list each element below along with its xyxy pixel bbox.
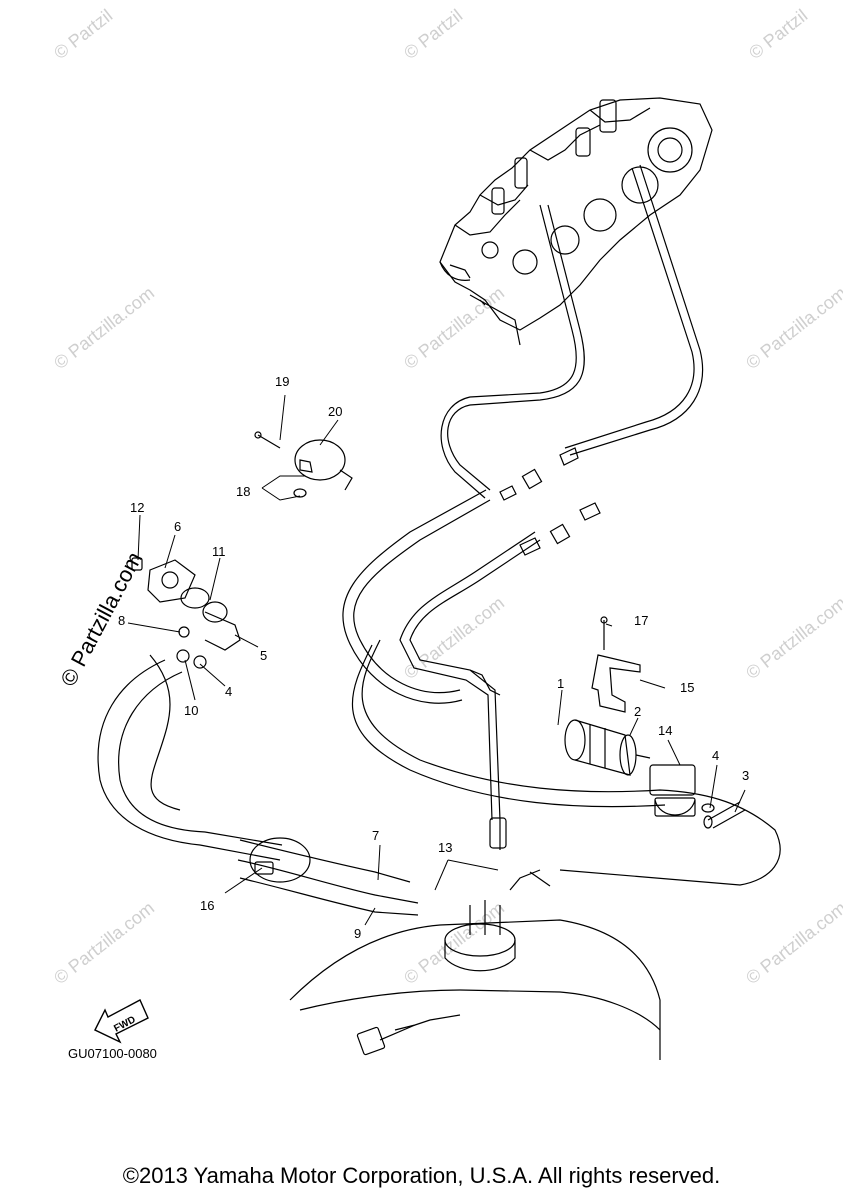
callout-9: 9: [354, 926, 361, 941]
fuel-filter: [564, 719, 696, 817]
callout-20: 20: [328, 404, 342, 419]
watermark: © Partzilla.com: [742, 898, 843, 988]
watermark: © Partzil: [50, 5, 116, 63]
watermark: © Partzilla.com: [400, 593, 508, 683]
callout-16: 16: [200, 898, 214, 913]
watermark-dark: © Partzilla.com: [55, 548, 147, 691]
watermark: © Partzilla.com: [50, 898, 158, 988]
callout-4: 4: [712, 748, 719, 763]
callout-2: 2: [634, 704, 641, 719]
callout-14: 14: [658, 723, 672, 738]
copyright-text: ©2013 Yamaha Motor Corporation, U.S.A. A…: [122, 1163, 721, 1188]
left-assembly: [131, 557, 241, 669]
fuel-lines: [97, 164, 781, 916]
callout-7: 7: [372, 828, 379, 843]
leader-lines: [127, 394, 746, 926]
watermark: © Partzilla.com: [742, 283, 843, 373]
fwd-arrow: FWD: [94, 999, 149, 1044]
callout-11: 11: [212, 544, 226, 559]
watermark: © Partzilla.com: [50, 283, 158, 373]
cable-tie-16: [249, 837, 311, 883]
engine-block: [439, 97, 713, 346]
watermark: © Partzilla.com: [400, 283, 508, 373]
callout-4: 4: [225, 684, 232, 699]
fuel-tank: [289, 817, 661, 1060]
clamp-assembly: [254, 431, 353, 498]
watermark: © Partzilla.com: [400, 898, 508, 988]
callout-15: 15: [680, 680, 694, 695]
callout-6: 6: [174, 519, 181, 534]
callout-5: 5: [260, 648, 267, 663]
callout-10: 10: [184, 703, 198, 718]
diagram-code: GU07100-0080: [68, 1046, 157, 1061]
hose-3: [701, 801, 746, 829]
bracket-15: [591, 616, 641, 713]
callout-1: 1: [557, 676, 564, 691]
watermark: © Partzil: [400, 5, 466, 63]
callout-19: 19: [275, 374, 289, 389]
callout-12: 12: [130, 500, 144, 515]
callout-17: 17: [634, 613, 648, 628]
callouts: 1 2 3 4 4 5 6 7 8 9 10 11 12 13 14 15 16…: [118, 374, 749, 941]
callout-8: 8: [118, 613, 125, 628]
callout-18: 18: [236, 484, 250, 499]
watermark: © Partzilla.com: [742, 593, 843, 683]
callout-13: 13: [438, 840, 452, 855]
callout-3: 3: [742, 768, 749, 783]
watermark: © Partzil: [745, 5, 811, 63]
